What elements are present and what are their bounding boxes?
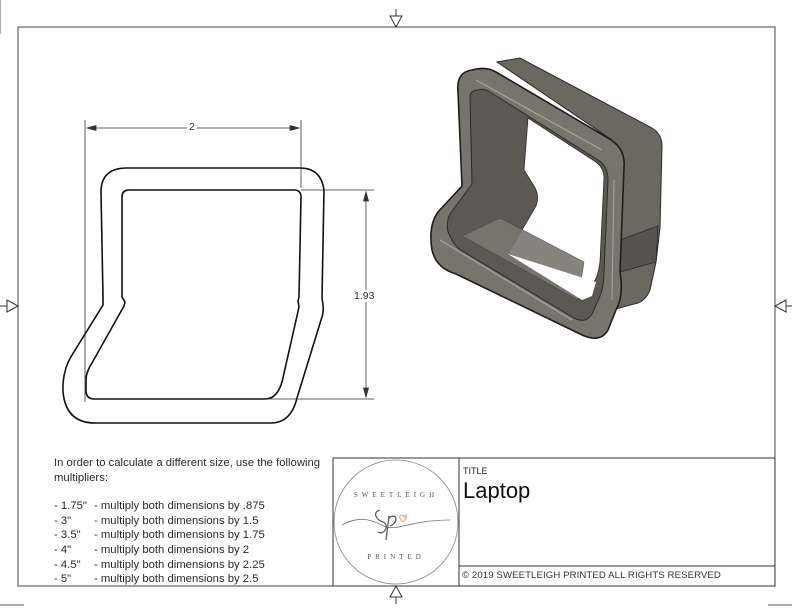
logo-top-text: SWEETLEIGH	[354, 491, 438, 499]
multiplier-text: - multiply both dimensions by 2.5	[94, 573, 259, 586]
bottom-center-arrow-icon	[389, 584, 403, 604]
multiplier-row: - 3" - multiply both dimensions by 1.5	[54, 514, 334, 529]
width-dimension	[84, 120, 302, 402]
multiplier-size: - 3"	[54, 514, 72, 527]
multiplier-row: - 5" - multiply both dimensions by 2.5	[54, 572, 334, 587]
size-multiplier-notes: In order to calculate a different size, …	[54, 456, 334, 587]
multiplier-row: - 4" - multiply both dimensions by 2	[54, 543, 334, 558]
notes-intro: In order to calculate a different size, …	[54, 457, 321, 484]
drawing-title: Laptop	[463, 478, 531, 503]
multiplier-text: - multiply both dimensions by 2	[94, 543, 250, 556]
outer-outline	[62, 167, 325, 424]
logo-bottom-text: PRINTED	[367, 553, 425, 561]
multiplier-size: - 3.5"	[54, 529, 81, 542]
multiplier-text: - multiply both dimensions by 1.75	[94, 529, 265, 542]
heart-icon	[399, 514, 408, 523]
multiplier-size: - 1.75"	[54, 500, 87, 513]
multiplier-row: - 3.5" - multiply both dimensions by 1.7…	[54, 528, 334, 543]
multiplier-text: - multiply both dimensions by 1.5	[94, 514, 259, 527]
inner-outline	[85, 189, 302, 400]
3d-model-render	[430, 57, 663, 339]
title-block	[332, 457, 776, 587]
multiplier-size: - 4"	[54, 543, 72, 556]
title-label: TITLE	[463, 466, 488, 476]
width-dimension-label: 2	[187, 121, 197, 133]
multiplier-size: - 4.5"	[54, 558, 81, 571]
right-center-arrow-icon	[773, 299, 792, 313]
multiplier-text: - multiply both dimensions by 2.25	[94, 558, 265, 571]
profile-drawing	[62, 167, 325, 424]
left-center-arrow-icon	[0, 299, 20, 313]
multiplier-size: - 5"	[54, 573, 72, 586]
multiplier-text: - multiply both dimensions by .875	[94, 500, 265, 513]
multiplier-row: - 4.5" - multiply both dimensions by 2.2…	[54, 558, 334, 573]
copyright-notice: © 2019 SWEETLEIGH PRINTED ALL RIGHTS RES…	[462, 570, 721, 581]
height-dimension-label: 1.93	[352, 290, 377, 302]
multiplier-row: - 1.75" - multiply both dimensions by .8…	[54, 499, 334, 514]
top-center-arrow-icon	[389, 9, 403, 29]
sweetleigh-logo: SWEETLEIGH PRINTED	[333, 459, 459, 585]
